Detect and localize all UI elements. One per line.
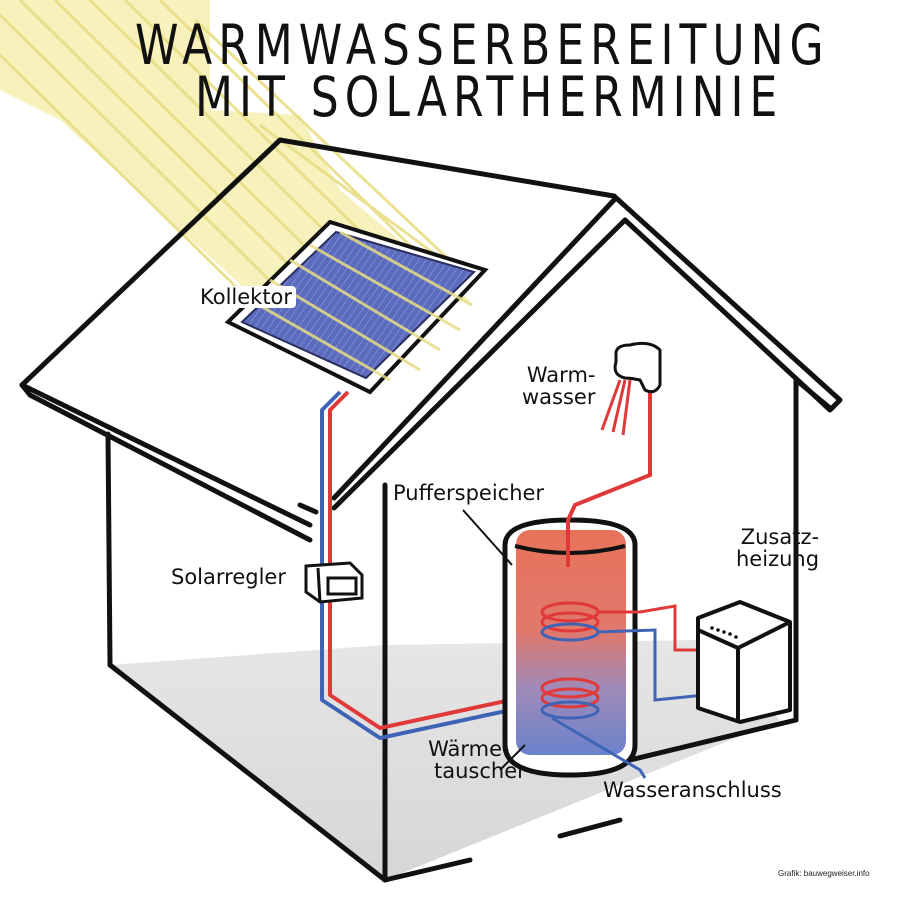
label-waermetauscher-line2: tauscher [434, 759, 526, 784]
label-kollektor: Kollektor [196, 286, 297, 308]
label-warmwasser-line1: Warm- [526, 363, 596, 387]
image-credit: Grafik: bauwegweiser.info [778, 869, 870, 878]
label-solarregler: Solarregler [171, 565, 286, 589]
label-warmwasser-line2: wasser [522, 385, 596, 410]
house-outline [19, 137, 843, 883]
label-waermetauscher-line1: Wärme- [428, 737, 510, 761]
label-zusatzheizung-line2: heizung [736, 547, 820, 572]
label-wasseranschluss: Wasseranschluss [603, 778, 782, 802]
label-warmwasser: Warm- wasser [498, 364, 595, 408]
label-pufferspeicher: Pufferspeicher [393, 481, 545, 505]
boiler-unit [696, 600, 792, 724]
label-waermetauscher: Wärme- tauscher [412, 738, 526, 782]
faucet [600, 341, 662, 436]
solar-controller [304, 561, 364, 604]
leader-lines [462, 509, 526, 771]
label-zusatzheizung: Zusatz- heizung [712, 526, 819, 570]
buffer-tank [502, 382, 706, 779]
title-line-2: MIT SOLARTHERMINIE [195, 66, 784, 130]
title-line-1: WARMWASSERBEREITUNG [135, 14, 830, 78]
label-zusatzheizung-line1: Zusatz- [740, 525, 820, 549]
